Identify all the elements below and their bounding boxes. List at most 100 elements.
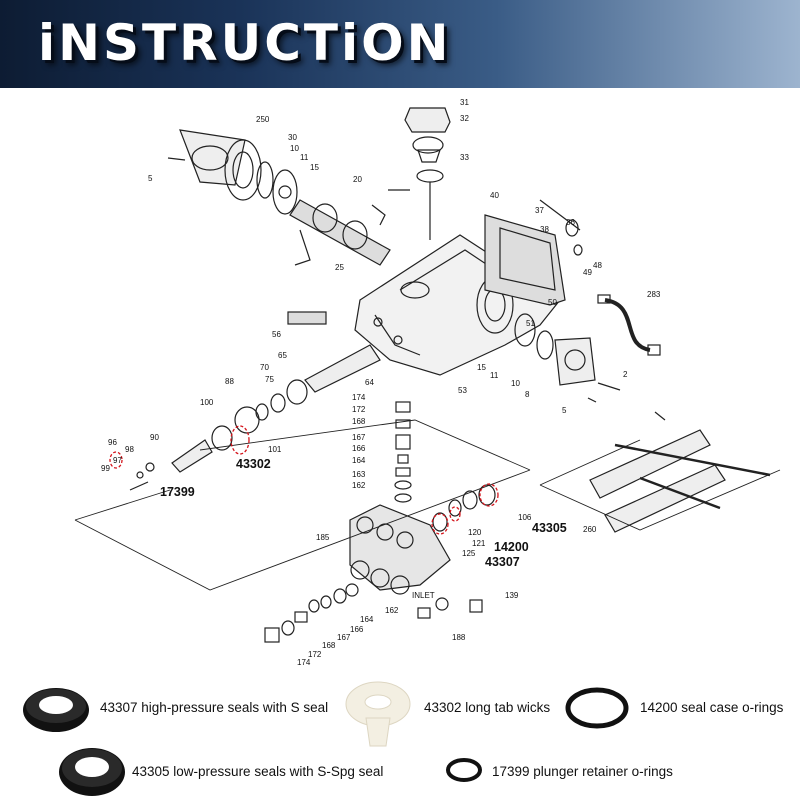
oil-cap-part	[404, 107, 451, 240]
legend-item-43305: 43305 low-pressure seals with S-Spg seal	[132, 764, 384, 779]
valve-stack	[394, 401, 412, 503]
part-callout-number: 8	[525, 390, 530, 399]
dipstick-part	[287, 311, 327, 325]
part-callout-number: 260	[583, 525, 597, 534]
part-callout-number: 167	[337, 633, 351, 642]
part-callout-number: 15	[477, 363, 486, 372]
part-callout-number: 99	[101, 464, 110, 473]
part-callout-number: 90	[150, 433, 159, 442]
part-callout-number: 36	[566, 218, 575, 227]
part-callout-number: 174	[352, 393, 366, 402]
part-callout-number: 172	[352, 405, 366, 414]
part-callout-number: 20	[353, 175, 362, 184]
legend-item-17399: 17399 plunger retainer o-rings	[492, 764, 673, 779]
base-rails	[589, 411, 771, 533]
seal-stack-right	[432, 484, 496, 532]
crankshaft-part	[289, 189, 410, 266]
highlight-circle	[431, 513, 449, 535]
part-callout-number: 166	[352, 444, 366, 453]
highlight-circle	[479, 483, 499, 507]
part-callout-number: 106	[518, 513, 532, 522]
part-callout-number: 100	[200, 398, 214, 407]
part-callout-number: 33	[460, 153, 469, 162]
part-callout-number: 49	[583, 268, 592, 277]
part-callout-number: 162	[385, 606, 399, 615]
part-callout-number: 53	[458, 386, 467, 395]
page-title: iNSTRUCTiON	[38, 14, 452, 72]
part-callout-number: 164	[352, 456, 366, 465]
part-callout-number: 125	[462, 549, 476, 558]
part-callout-number: 50	[548, 298, 557, 307]
manifold-head	[349, 504, 451, 595]
part-callout-number: 101	[268, 445, 282, 454]
part-callout-number: 30	[288, 133, 297, 142]
highlight-circle	[109, 451, 123, 469]
legend-item-14200: 14200 seal case o-rings	[640, 700, 784, 715]
part-callout-number: 5	[148, 174, 153, 183]
part-callout-number: 5	[562, 406, 567, 415]
inlet-label: INLET	[412, 591, 435, 600]
black-seal-ring-icon	[23, 688, 89, 732]
header-banner: iNSTRUCTiON	[0, 0, 800, 88]
part-callout-number: 163	[352, 470, 366, 479]
part-callout-number: 162	[352, 481, 366, 490]
small-o-ring-icon	[446, 758, 482, 782]
lower-valve-stack	[264, 583, 483, 643]
part-callout-number: 188	[452, 633, 466, 642]
part-callout-number: 15	[310, 163, 319, 172]
part-callout-number: 97	[113, 456, 122, 465]
white-tab-wick-icon	[345, 681, 411, 747]
hose-part	[597, 294, 661, 356]
part-callout-number: 11	[300, 153, 309, 162]
part-callout-number: 37	[535, 206, 544, 215]
bearing-cover-right	[514, 313, 621, 403]
part-callout-number: 64	[365, 378, 374, 387]
part-callout-number: 65	[278, 351, 287, 360]
highlight-code-label: 43305	[532, 521, 567, 535]
part-callout-number: 185	[316, 533, 330, 542]
part-callout-number: 174	[297, 658, 311, 667]
part-callout-number: 75	[265, 375, 274, 384]
part-callout-number: 172	[308, 650, 322, 659]
highlight-code-label: 43302	[236, 457, 271, 471]
part-callout-number: 139	[505, 591, 519, 600]
black-seal-ring-icon	[59, 748, 125, 796]
part-callout-number: 56	[272, 330, 281, 339]
part-callout-number: 167	[352, 433, 366, 442]
large-o-ring-icon	[565, 687, 629, 729]
legend-item-43302: 43302 long tab wicks	[424, 700, 551, 715]
part-callout-number: 40	[490, 191, 499, 200]
part-callout-number: 48	[593, 261, 602, 270]
part-callout-number: 51	[526, 319, 535, 328]
part-callout-number: 38	[540, 225, 549, 234]
highlight-code-label: 43307	[485, 555, 520, 569]
parts-legend: 43307 high-pressure seals with S seal 43…	[0, 672, 800, 800]
part-callout-number: 70	[260, 363, 269, 372]
part-callout-number: 25	[335, 263, 344, 272]
part-callout-number: 250	[256, 115, 270, 124]
part-callout-number: 32	[460, 114, 469, 123]
highlight-code-label: 14200	[494, 540, 529, 554]
part-callout-number: 166	[350, 625, 364, 634]
part-callout-number: 168	[352, 417, 366, 426]
legend-item-43307: 43307 high-pressure seals with S seal	[100, 700, 329, 715]
part-callout-number: 11	[490, 371, 499, 380]
part-callout-number: 121	[472, 539, 486, 548]
part-callout-number: 96	[108, 438, 117, 447]
part-callout-number: 31	[460, 98, 469, 107]
part-callout-number: 2	[623, 370, 628, 379]
part-callout-number: 10	[511, 379, 520, 388]
highlight-circle	[230, 425, 250, 455]
part-callout-number: 283	[647, 290, 661, 299]
part-callout-number: 120	[468, 528, 482, 537]
crankcase-cover-part	[167, 129, 298, 215]
plunger-assembly	[129, 344, 381, 491]
part-callout-number: 98	[125, 445, 134, 454]
highlight-circle	[449, 506, 461, 522]
exploded-pump-diagram: 2503010111552025313233403738364948505128…	[74, 98, 781, 667]
part-callout-number: 88	[225, 377, 234, 386]
highlight-code-label: 17399	[160, 485, 195, 499]
part-callout-number: 10	[290, 144, 299, 153]
part-callout-number: 164	[360, 615, 374, 624]
rear-cover-plate	[484, 199, 583, 306]
